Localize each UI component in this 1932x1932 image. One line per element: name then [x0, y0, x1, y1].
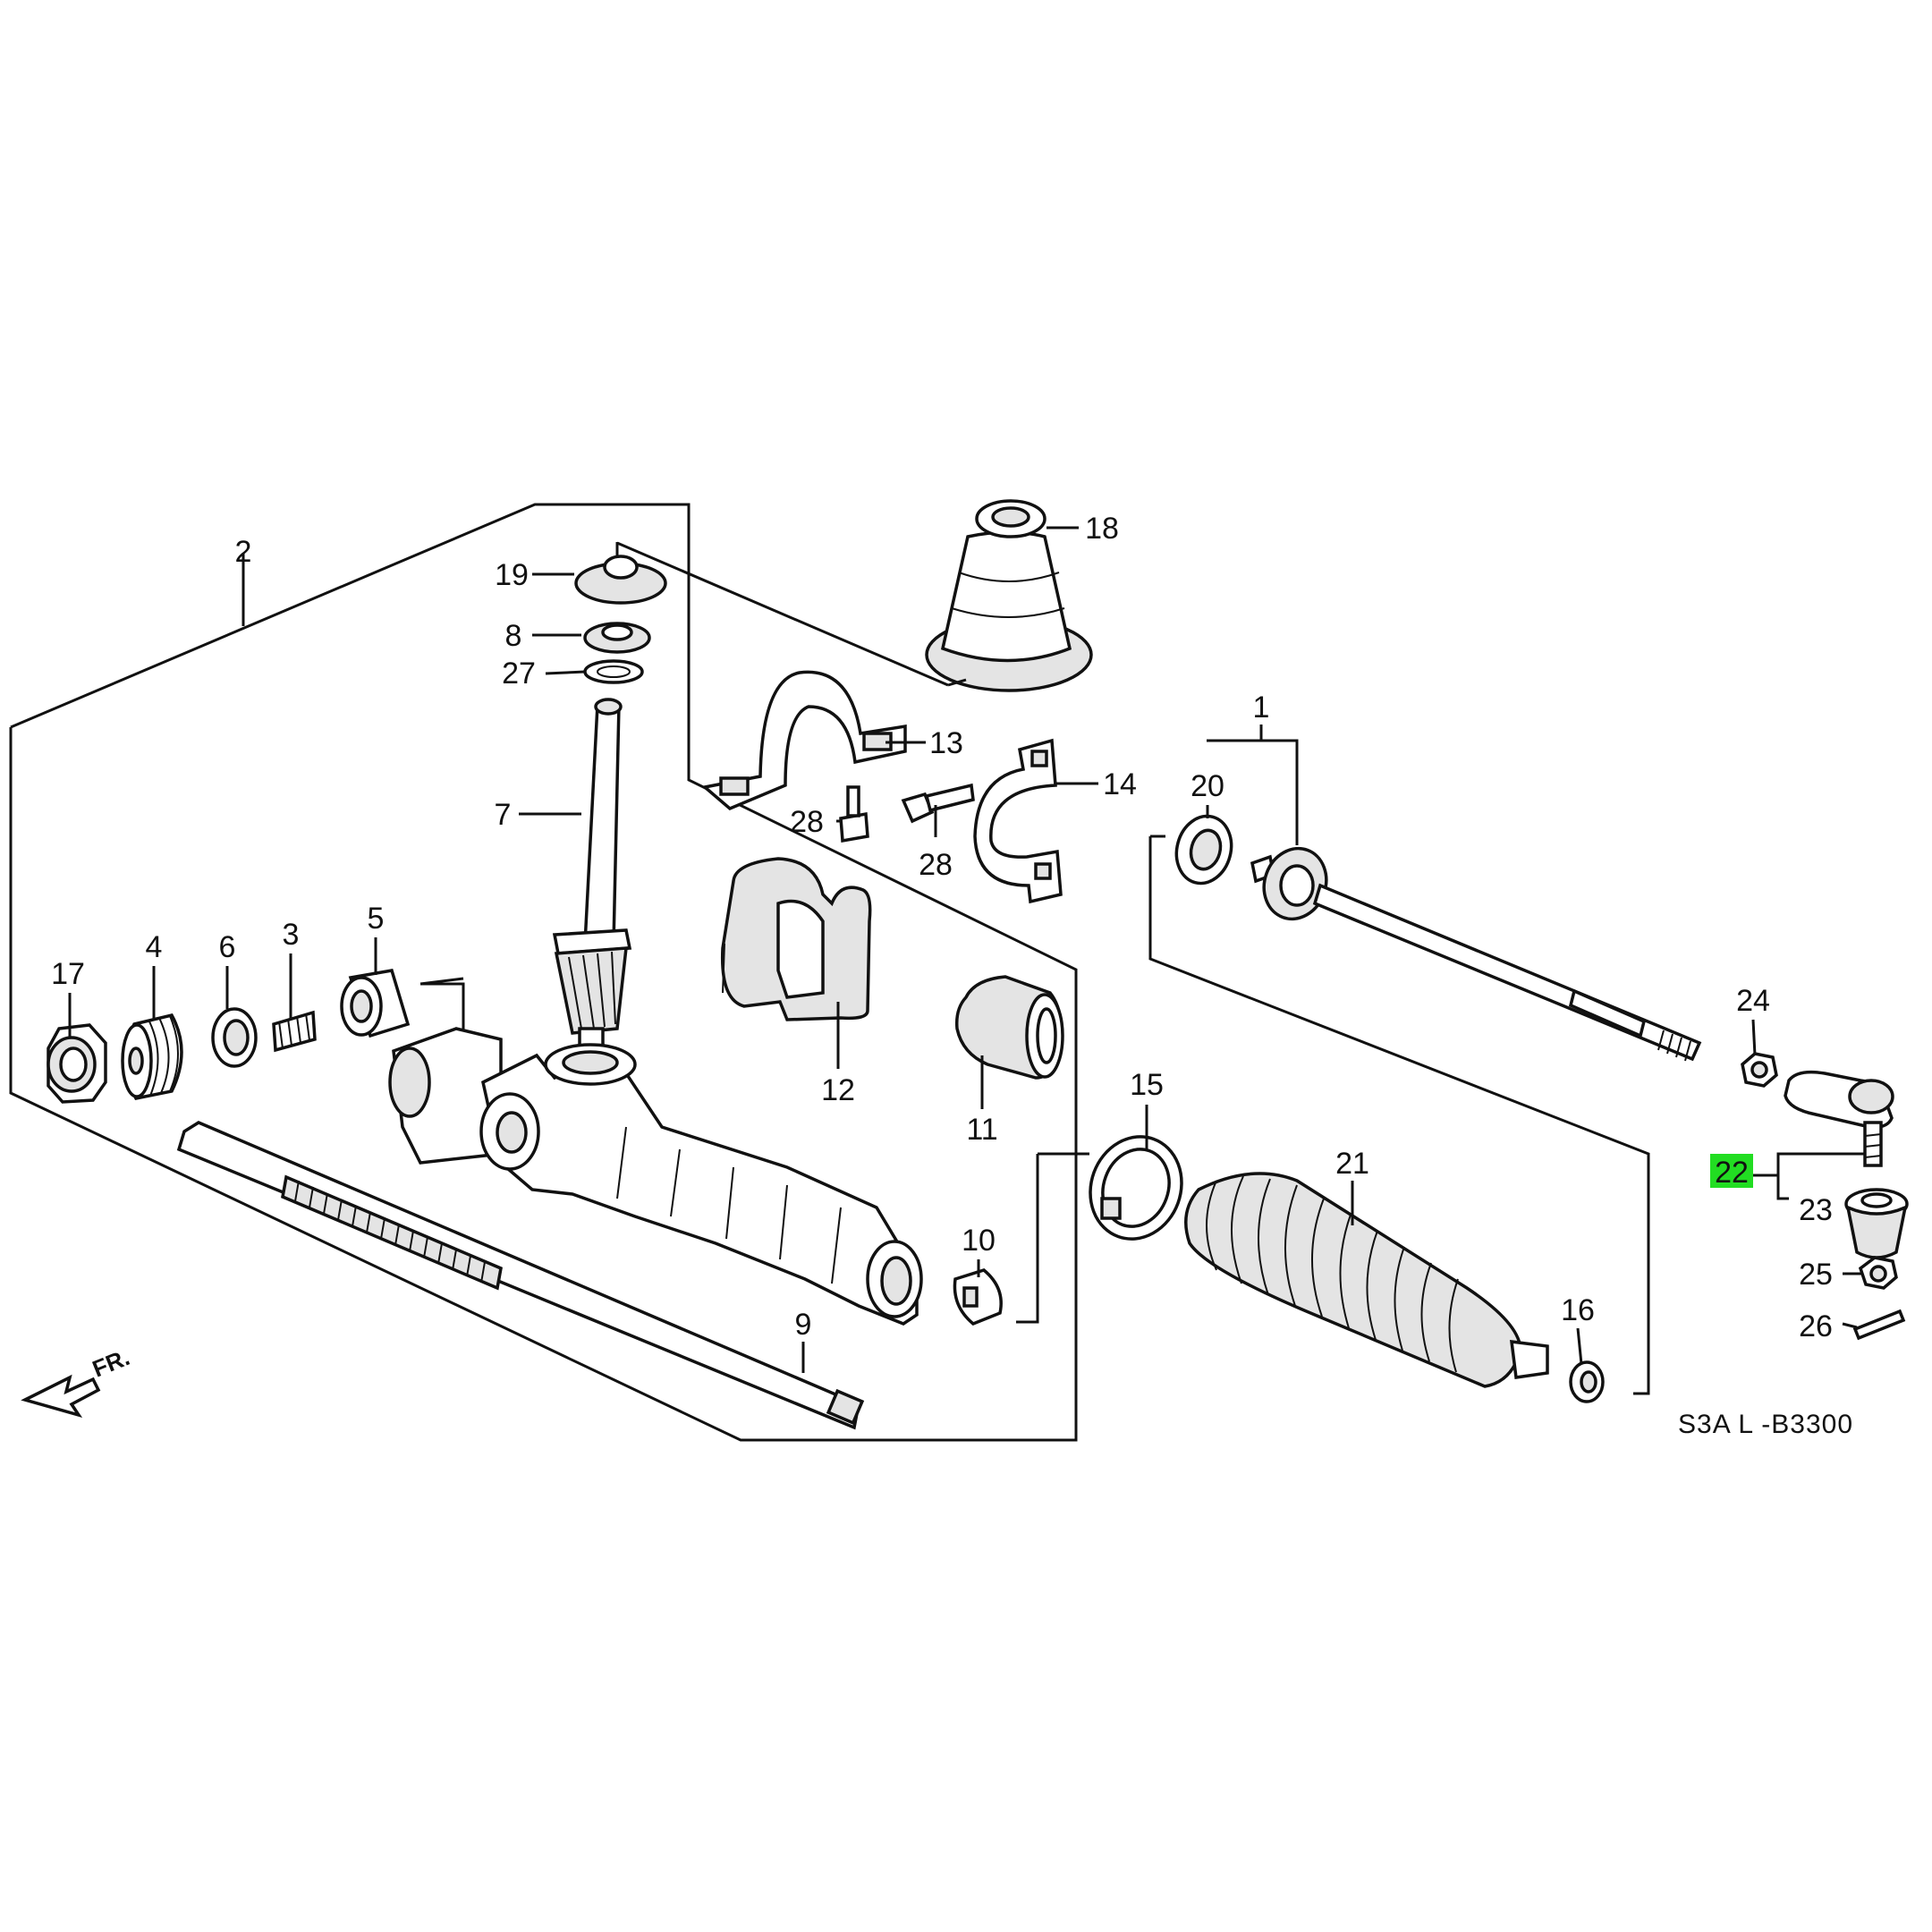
- direction-label: FR.: [89, 1343, 133, 1383]
- callout-20: 20: [1191, 769, 1224, 803]
- callout-26: 26: [1799, 1309, 1833, 1343]
- part-14-clamp-bracket: [973, 738, 1063, 904]
- callout-25: 25: [1799, 1258, 1833, 1292]
- part-28b-bolt: [901, 783, 975, 824]
- callout-15: 15: [1130, 1068, 1164, 1102]
- part-16-clip: [1569, 1360, 1605, 1403]
- part-5-rack-guide: [340, 969, 464, 1038]
- part-13-bracket: [701, 670, 907, 811]
- callout-28b: 28: [919, 848, 953, 882]
- part-1-tie-rod: [1250, 846, 1702, 1062]
- part-20-lock-washer: [1174, 814, 1233, 886]
- callout-11: 11: [966, 1113, 997, 1147]
- callout-6: 6: [219, 930, 236, 964]
- callout-22: 22: [1715, 1156, 1749, 1190]
- part-17-lock-nut: [47, 1023, 107, 1104]
- callout-18: 18: [1085, 512, 1119, 546]
- assembly-outline-1: [1148, 724, 1650, 1395]
- part-28a-bolt: [839, 785, 869, 843]
- part-9-rack: [176, 1121, 865, 1430]
- leader-lines: [68, 526, 1865, 1373]
- part-23-dust-boot: [1844, 1188, 1909, 1259]
- part-10-stopper: [953, 1268, 1003, 1326]
- part-24-jam-nut: [1741, 1052, 1778, 1088]
- callout-22-highlight: [1710, 1154, 1753, 1188]
- part-18-dust-seal-boot: [925, 499, 1093, 692]
- part-12-mount-bushing: [720, 857, 872, 1021]
- callout-1: 1: [1253, 691, 1270, 724]
- callout-14: 14: [1103, 767, 1137, 801]
- callout-5: 5: [368, 902, 385, 936]
- part-6-o-ring: [211, 1007, 258, 1068]
- callout-24: 24: [1736, 984, 1770, 1018]
- part-3-spring: [272, 1010, 317, 1053]
- part-26-cotter-pin: [1852, 1309, 1906, 1341]
- part-19-seal-cap: [574, 542, 667, 605]
- part-8-seal: [583, 622, 651, 654]
- callout-4: 4: [146, 930, 163, 964]
- callout-3: 3: [283, 918, 300, 952]
- callout-19: 19: [495, 558, 529, 592]
- callout-16: 16: [1561, 1293, 1595, 1327]
- callout-21: 21: [1335, 1147, 1369, 1181]
- assembly-outline-2: [9, 503, 1078, 1442]
- steering-gear-housing: [388, 1027, 923, 1326]
- callout-13: 13: [929, 726, 963, 760]
- callout-10: 10: [962, 1224, 996, 1258]
- callout-12: 12: [821, 1073, 855, 1107]
- part-4-rack-guide-screw: [121, 1013, 183, 1100]
- callout-28a: 28: [790, 805, 824, 839]
- part-25-castle-nut: [1858, 1256, 1898, 1290]
- callout-8: 8: [505, 619, 522, 653]
- callout-7: 7: [495, 798, 512, 832]
- callout-17: 17: [51, 957, 85, 991]
- callout-labels: 2 19 8 27 7 17 4 6 3 5 18 13 14 28 28 12…: [51, 512, 1833, 1343]
- front-direction-arrow-icon: FR.: [21, 1343, 133, 1418]
- part-22-tie-rod-end: [1784, 1070, 1894, 1167]
- diagram-reference-code: S3A L -B3300: [1678, 1410, 1853, 1439]
- callout-9: 9: [795, 1308, 812, 1342]
- part-11-bushing-sleeve: [954, 975, 1064, 1080]
- part-27-snap-ring: [583, 659, 644, 684]
- part-7-pinion-shaft: [552, 698, 632, 1052]
- callout-2: 2: [235, 535, 252, 569]
- part-15-boot-band: [1089, 1135, 1183, 1241]
- part-21-rack-boot: [1184, 1172, 1549, 1388]
- callout-27: 27: [502, 657, 536, 691]
- callout-23: 23: [1799, 1193, 1833, 1227]
